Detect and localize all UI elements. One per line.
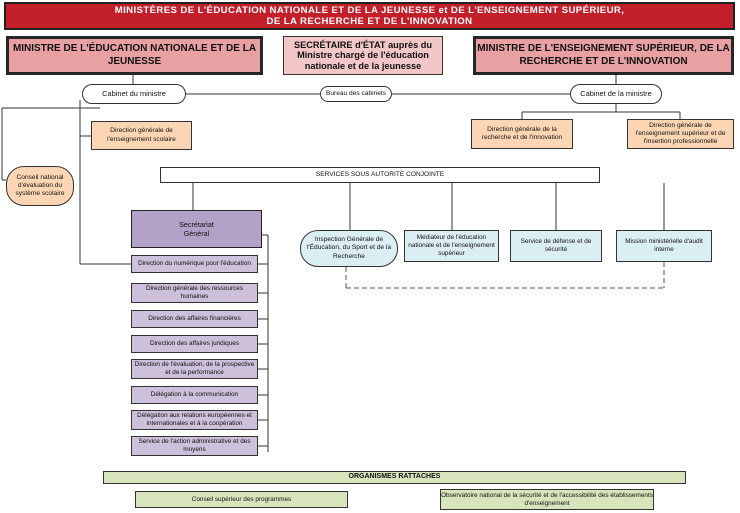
services-header: SERVICES SOUS AUTORITE CONJOINTE bbox=[160, 167, 600, 183]
service-audit-interne: Mission ministérielle d'audit interne bbox=[616, 230, 712, 262]
conseil-evaluation-label: Conseil national d'évaluation du système… bbox=[15, 173, 65, 198]
minister-higher-ed-label: MINISTRE DE L'ENSEIGNEMENT SUPÉRIEUR, DE… bbox=[477, 43, 730, 67]
organisme-label: Observatoire national de la sécurité et … bbox=[441, 491, 653, 507]
service-label: Service de défense et de sécurité bbox=[520, 238, 592, 253]
secretary-of-state-label: SECRÉTAIRE d'ÉTAT auprès du Ministre cha… bbox=[294, 40, 432, 71]
service-defense-securite: Service de défense et de sécurité bbox=[510, 230, 602, 262]
sg-item: Service de l'action administrative et de… bbox=[131, 436, 258, 456]
organisme-csp: Conseil supérieur des programmes bbox=[135, 491, 348, 508]
cabinet-minister-left: Cabinet du ministre bbox=[82, 84, 186, 104]
organismes-header: ORGANISMES RATTACHES bbox=[103, 471, 686, 484]
minister-higher-ed-box: MINISTRE DE L'ENSEIGNEMENT SUPÉRIEUR, DE… bbox=[473, 36, 734, 75]
cabinet-left-label: Cabinet du ministre bbox=[102, 89, 166, 99]
service-label: Médiateur de l'éducation nationale et de… bbox=[408, 234, 495, 257]
sg-item: Direction des affaires financières bbox=[131, 310, 258, 328]
organisme-observatoire: Observatoire national de la sécurité et … bbox=[440, 489, 654, 510]
conseil-evaluation: Conseil national d'évaluation du système… bbox=[6, 166, 74, 206]
secretariat-general-label: Secrétariat Général bbox=[179, 220, 214, 238]
organismes-header-label: ORGANISMES RATTACHES bbox=[348, 473, 441, 481]
sg-item-label: Direction générale des ressources humain… bbox=[146, 285, 243, 300]
title-line-2: DE LA RECHERCHE ET DE L'INNOVATION bbox=[266, 16, 473, 27]
organisme-label: Conseil supérieur des programmes bbox=[191, 495, 292, 503]
sg-item: Direction des affaires juridiques bbox=[131, 335, 258, 353]
sg-item-label: Délégation aux relations européennes et … bbox=[137, 412, 252, 427]
sg-item-label: Direction des affaires juridiques bbox=[149, 340, 240, 347]
sg-item: Délégation aux relations européennes et … bbox=[131, 410, 258, 430]
service-mediateur: Médiateur de l'éducation nationale et de… bbox=[404, 230, 499, 262]
page-title: MINISTÈRES DE L'ÉDUCATION NATIONALE ET D… bbox=[4, 2, 735, 30]
minister-education-label: MINISTRE DE L'ÉDUCATION NATIONALE ET DE … bbox=[12, 43, 257, 67]
secretary-of-state-box: SECRÉTAIRE d'ÉTAT auprès du Ministre cha… bbox=[283, 36, 443, 75]
sg-item-label: Délégation à la communication bbox=[150, 391, 239, 398]
title-line-1: MINISTÈRES DE L'ÉDUCATION NATIONALE ET D… bbox=[114, 4, 625, 16]
sg-item-label: Direction du numérique pour l'éducation bbox=[138, 260, 251, 267]
service-igesr: Inspection Générale de l'Éducation, du S… bbox=[300, 230, 398, 267]
direction-dgesco: Direction générale de l'enseignement sco… bbox=[91, 121, 192, 150]
cabinet-minister-right: Cabinet de la ministre bbox=[570, 84, 662, 104]
dgesip-label: Direction générale de l'enseignement sup… bbox=[635, 121, 726, 146]
bureau-des-cabinets: Bureau des cabinets bbox=[320, 86, 392, 102]
secretariat-general: Secrétariat Général bbox=[131, 210, 262, 248]
sg-item: Délégation à la communication bbox=[131, 386, 258, 404]
service-label: Inspection Générale de l'Éducation, du S… bbox=[306, 236, 392, 260]
sg-item-label: Direction des affaires financières bbox=[148, 315, 241, 322]
cabinet-right-label: Cabinet de la ministre bbox=[580, 89, 652, 99]
direction-dgesip: Direction générale de l'enseignement sup… bbox=[627, 119, 734, 149]
dgri-label: Direction générale de la recherche et de… bbox=[481, 125, 563, 141]
dgesco-label: Direction générale de l'enseignement sco… bbox=[107, 127, 176, 143]
sg-item: Direction du numérique pour l'éducation bbox=[131, 255, 258, 273]
bureau-label: Bureau des cabinets bbox=[325, 89, 387, 97]
service-label: Mission ministérielle d'audit interne bbox=[625, 238, 703, 253]
sg-item-label: Direction de l'évaluation, de la prospec… bbox=[134, 361, 255, 376]
sg-item: Direction de l'évaluation, de la prospec… bbox=[131, 359, 258, 379]
minister-education-box: MINISTRE DE L'ÉDUCATION NATIONALE ET DE … bbox=[6, 36, 263, 75]
services-header-label: SERVICES SOUS AUTORITE CONJOINTE bbox=[315, 170, 445, 178]
sg-item: Direction générale des ressources humain… bbox=[131, 283, 258, 303]
direction-dgri: Direction générale de la recherche et de… bbox=[471, 119, 573, 149]
sg-item-label: Service de l'action administrative et de… bbox=[138, 438, 251, 453]
